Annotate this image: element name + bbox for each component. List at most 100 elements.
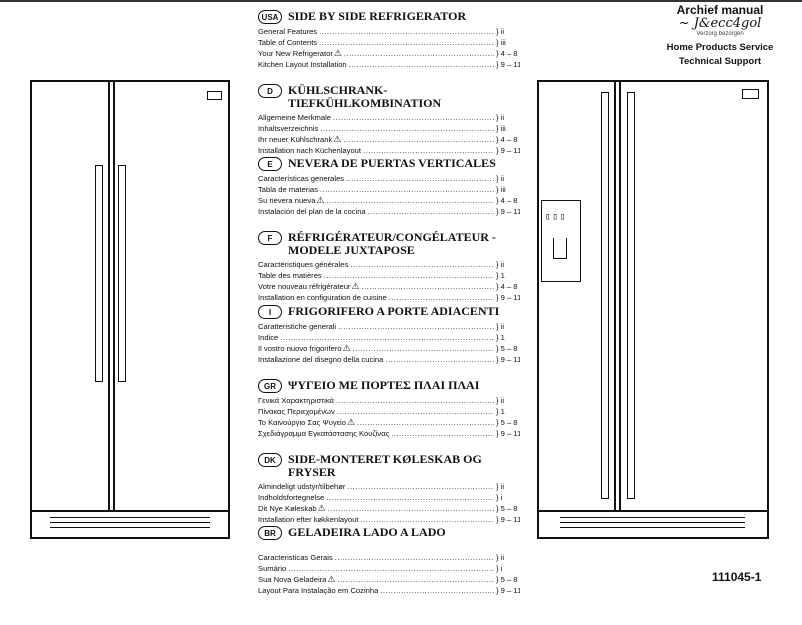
country-badge: GR [258,379,282,393]
warning-triangle-icon: ⚠ [342,343,351,353]
dot-leader [327,195,495,206]
toc-entry-label: Installation nach Küchenlayout [258,146,362,155]
toc-entry-page: } i [496,493,503,502]
toc-entry: Installazione del disegno della cucina } … [258,354,520,365]
dot-leader [320,184,494,195]
dot-leader [337,406,494,417]
dot-leader [288,563,494,574]
toc-entry: Il vostro nuovo frigorifero⚠ } 5 – 8 [258,343,520,354]
toc-entry-label: Table des matières [258,271,322,280]
toc-entry-page: } 9 – 11 [496,586,520,595]
toc-entry-label: Indholdsfortegnelse [258,493,325,502]
toc-entry-page: } i [496,564,503,573]
toc-entry-page: } 9 – 11 [496,146,520,155]
toc-entry: Ihr neuer Kühlschrank⚠} 4 – 8 [258,134,520,145]
dot-leader [357,417,494,428]
stamp-note: Verzorg bezorgen [696,31,744,37]
dot-leader [385,354,494,365]
toc-entry: Votre nouveau réfrigérateur⚠} 4 – 8 [258,281,520,292]
dot-leader [320,123,494,134]
toc-entry-page: } ii [496,260,505,269]
dot-leader [349,59,494,70]
toc-entry-label: Layout Para Instalação em Cozinha [258,586,379,595]
toc-entry-label: Dit Nye Køleskab [258,504,317,513]
toc-entry-page: } 5 – 8 [496,344,518,353]
section-title: RÉFRIGÉRATEUR/CONGÉLATEUR - MODELE JUXTA… [288,230,496,257]
toc-entry: Dit Nye Køleskab⚠} 5 – 8 [258,503,520,514]
document-number: 111045-1 [712,570,762,584]
toc-entry-page: } 9 – 11 [496,515,520,524]
toc-entry-page: } ii [496,553,505,562]
country-badge: USA [258,10,282,24]
toc-entry-page: } 9 – 11 [496,355,520,364]
toc-entry: General Features} ii [258,26,520,37]
toc-entry-page: } 9 – 11 [496,60,520,69]
toc-entry-page: } 5 – 8 [496,504,518,513]
archive-stamp-text: Archief manual [676,3,764,17]
section-title: GELADEIRA LADO A LADO [288,525,446,539]
dot-leader [337,574,494,585]
toc-entry: Your New Refrigerator⚠} 4 – 8 [258,48,520,59]
toc-entry: Σχεδιάγραμμα Εγκατάστασης Κουζίνας} 9 – … [258,428,520,439]
dot-leader [368,206,494,217]
dot-leader [346,173,494,184]
warning-triangle-icon: ⚠ [333,48,342,58]
toc-entry-page: } ii [496,27,505,36]
dot-leader [319,26,494,37]
toc-entry-label: Installazione del disegno della cucina [258,355,384,364]
toc-entry: Kitchen Layout Installation } 9 – 11 [258,59,520,70]
section-title: ΨΥΓΕΙΟ ΜΕ ΠΟΡΤΕΣ ΠΛΑΙ ΠΛΑΙ [288,378,480,392]
dot-leader [347,481,494,492]
toc-entry-page: } 1 [496,407,505,416]
toc-entry: Almindeligt udstyr/tilbehør} ii [258,481,520,492]
warning-triangle-icon: ⚠ [327,574,336,584]
toc-entry-page: } 5 – 8 [496,418,518,427]
toc-entry-page: } iii [496,124,506,133]
toc-entry-label: Il vostro nuovo frigorifero [258,344,342,353]
dot-leader [363,145,494,156]
toc-entry: Instalación del plan de la cocina} 9 – 1… [258,206,520,217]
toc-entry: Caracteristicas Gerais } ii [258,552,520,563]
dot-leader [380,585,494,596]
toc-entry: Table of Contents} iii [258,37,520,48]
toc-entry-page: } 4 – 8 [496,196,518,205]
toc-entry: Table des matières } 1 [258,270,520,281]
dot-leader [362,281,494,292]
toc-entry-label: Ihr neuer Kühlschrank [258,135,333,144]
toc-entry-label: Kitchen Layout Installation [258,60,347,69]
service-line-2: Technical Support [678,56,762,67]
toc-entry-label: Caracteristicas Gerais [258,553,333,562]
toc-entry-page: } ii [496,113,505,122]
toc-entry-page: } 9 – 11 [496,207,520,216]
service-line-1: Home Products Service [666,42,774,53]
toc-entry-page: } 4 – 8 [496,135,518,144]
warning-triangle-icon: ⚠ [346,417,356,427]
toc-entry-page: } 9 – 11 [496,429,520,438]
toc-entry-page: } ii [496,322,505,331]
section-heading: GR ΨΥΓΕΙΟ ΜΕ ΠΟΡΤΕΣ ΠΛΑΙ ΠΛΑΙ [258,379,520,393]
toc-entry-label: Inhaltsverzeichnis [258,124,319,133]
toc-entry-label: Γενικά Χαρακτηριστικά [258,396,334,405]
toc-entry-label: Características generales [258,174,345,183]
toc-entry: Indice} 1 [258,332,520,343]
toc-entry-page: } 9 – 11 [496,293,520,302]
section-title: SIDE BY SIDE REFRIGERATOR [288,9,467,23]
section-title: SIDE-MONTERET KØLESKAB OG FRYSER [288,452,482,479]
toc-entry-label: Installation efter køkkenlayout [258,515,359,524]
country-badge: I [258,305,282,319]
toc-entry: Características generales } ii [258,173,520,184]
toc-entry: Caratteristiche generali} ii [258,321,520,332]
toc-entry: Indholdsfortegnelse } i [258,492,520,503]
archive-stamp: Archief manual ~ J&ecc4gol Verzorg bezor… [640,3,800,38]
toc-entry-label: Caractéristiques générales [258,260,349,269]
country-badge: D [258,84,282,98]
toc-entry-page: } ii [496,174,505,183]
toc-entry-page: } 1 [496,271,505,280]
dot-leader [344,48,494,59]
section-usa: USA SIDE BY SIDE REFRIGERATOR General Feat… [258,10,520,70]
